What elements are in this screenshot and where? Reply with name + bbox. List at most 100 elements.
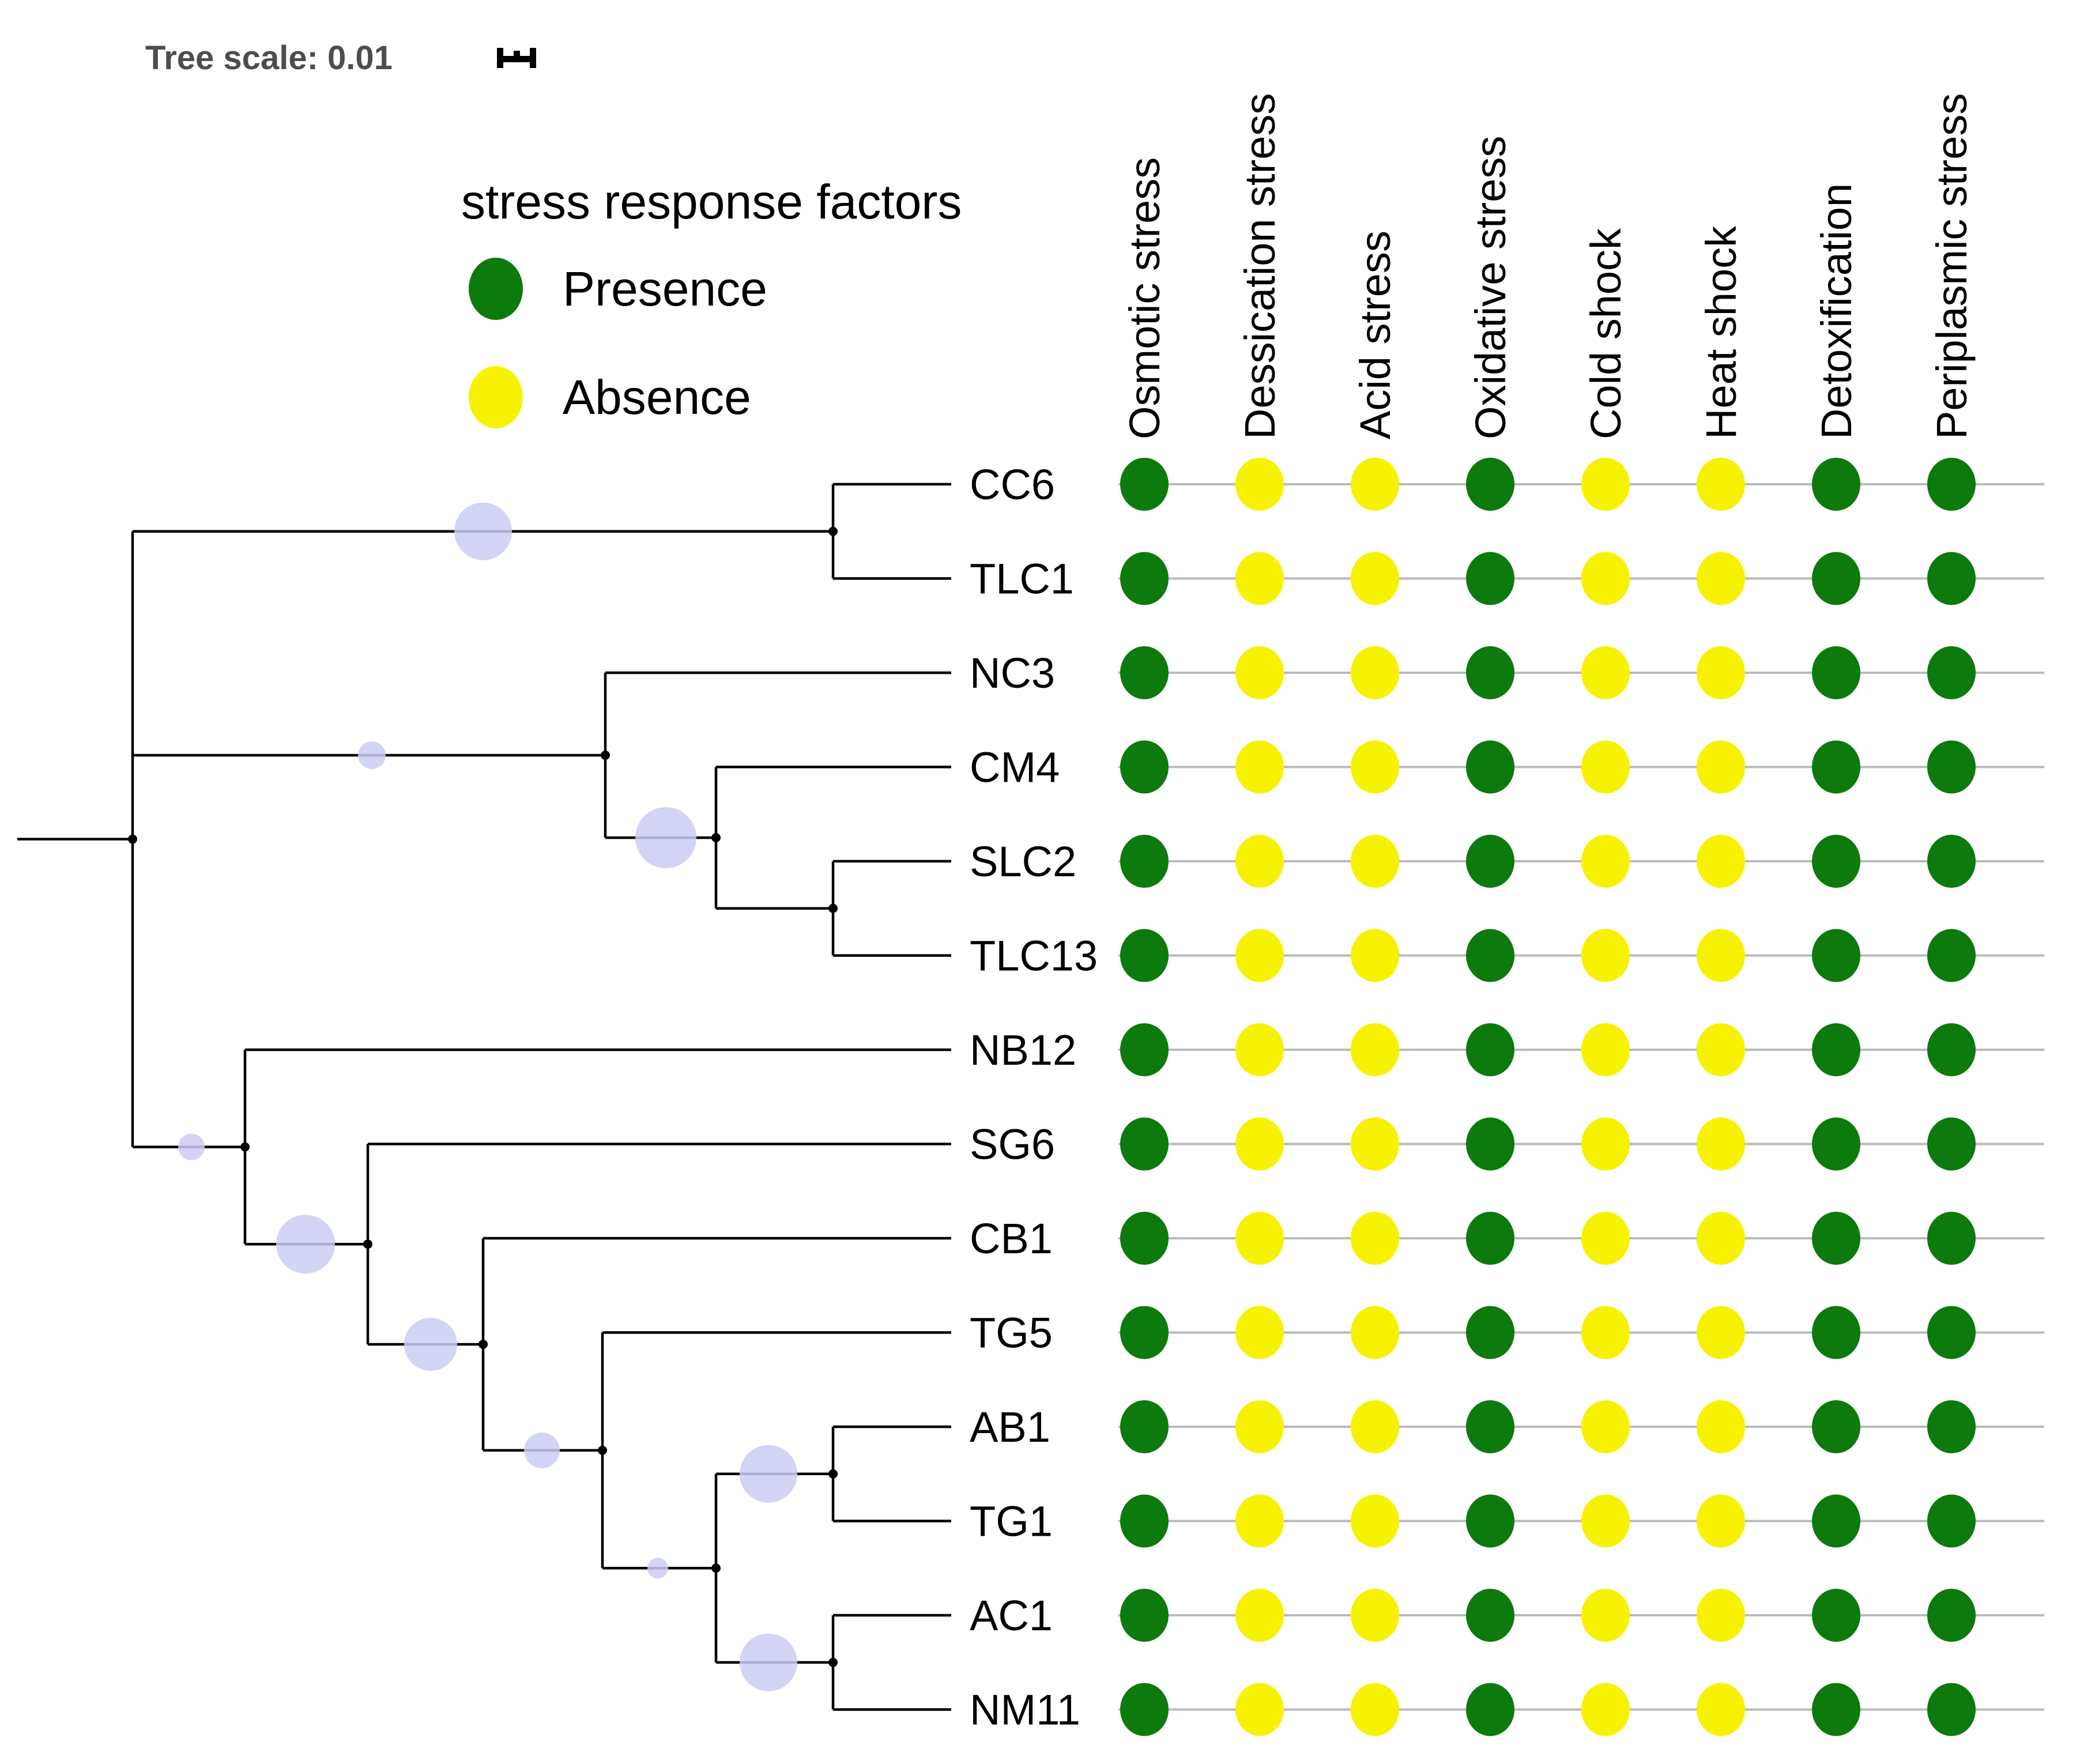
matrix-cell: [1351, 1494, 1399, 1548]
matrix-cell: [1697, 1589, 1745, 1642]
matrix-cell: [1697, 1212, 1745, 1265]
matrix-cell: [1351, 1400, 1399, 1453]
matrix-cell: [1697, 1306, 1745, 1359]
matrix-cell: [1927, 1683, 1976, 1736]
matrix-cell: [1697, 552, 1745, 605]
tree-scale: Tree scale: 0.01: [145, 38, 393, 78]
matrix-cell: [1466, 1683, 1514, 1736]
matrix-cell: [1466, 1306, 1514, 1359]
tree-scale-label: Tree scale: 0.01: [145, 39, 393, 77]
tree-scale-bar-icon: [497, 48, 536, 68]
matrix-cell: [1120, 1023, 1169, 1076]
matrix-cell: [1581, 1683, 1630, 1736]
matrix-cell: [1927, 552, 1976, 605]
matrix-cell: [1235, 1306, 1284, 1359]
matrix-cell: [1581, 1494, 1630, 1548]
leaf-label: TG5: [970, 1309, 1053, 1357]
column-header: Cold shock: [1582, 228, 1630, 439]
matrix-cell: [1812, 929, 1860, 982]
matrix-cell: [1812, 1683, 1860, 1736]
matrix-cell: [1351, 552, 1399, 605]
matrix-cell: [1927, 646, 1976, 699]
matrix-cell: [1927, 1400, 1976, 1453]
leaf-label: SLC2: [970, 838, 1076, 885]
tree-node-dot: [240, 1142, 250, 1152]
matrix-cell: [1697, 929, 1745, 982]
matrix-cell: [1120, 1494, 1169, 1548]
matrix-cell: [1697, 835, 1745, 888]
matrix-cell: [1351, 1023, 1399, 1076]
matrix-cell: [1235, 929, 1284, 982]
matrix-cell: [1235, 458, 1284, 511]
matrix-cell: [1351, 646, 1399, 699]
matrix-cell: [1351, 1683, 1399, 1736]
tree-node-dot: [828, 1657, 838, 1667]
matrix-cell: [1927, 1212, 1976, 1265]
leaf-label: AB1: [970, 1403, 1050, 1451]
column-header: Dessication stress: [1236, 93, 1284, 439]
matrix-cell: [1697, 458, 1745, 511]
leaf-label: CM4: [970, 744, 1060, 791]
matrix-cell: [1697, 1117, 1745, 1171]
matrix-cell: [1581, 1306, 1630, 1359]
column-header: Oxidative stress: [1467, 136, 1514, 439]
matrix-cell: [1697, 1494, 1745, 1548]
legend-presence-label: Presence: [563, 262, 767, 316]
matrix-cell: [1812, 740, 1860, 794]
legend-title: stress response factors: [461, 175, 962, 229]
matrix-cell: [1812, 1023, 1860, 1076]
matrix-cell: [1581, 1117, 1630, 1171]
support-bubble: [647, 1558, 668, 1579]
matrix-cell: [1466, 1023, 1514, 1076]
matrix-cell: [1812, 1212, 1860, 1265]
column-header: Periplasmic stress: [1928, 93, 1976, 439]
matrix-cell: [1466, 1212, 1514, 1265]
matrix-cell: [1927, 1306, 1976, 1359]
support-bubble: [524, 1432, 560, 1468]
legend-absence-label: Absence: [563, 370, 751, 424]
matrix-cell: [1581, 1400, 1630, 1453]
matrix-cell: [1120, 646, 1169, 699]
tree-node-dot: [828, 903, 838, 913]
tree-node-dot: [601, 751, 610, 760]
matrix-cell: [1697, 1683, 1745, 1736]
matrix-cell: [1927, 1589, 1976, 1642]
leaf-label: TLC1: [970, 555, 1074, 603]
support-bubble: [454, 502, 512, 560]
tree-node-dot: [598, 1445, 607, 1455]
matrix-cell: [1581, 740, 1630, 794]
matrix-cell: [1235, 740, 1284, 794]
tree-node-dot: [478, 1339, 488, 1349]
matrix-cell: [1812, 1117, 1860, 1171]
matrix-cell: [1697, 646, 1745, 699]
matrix-cell: [1235, 1494, 1284, 1548]
matrix-cell: [1812, 1306, 1860, 1359]
matrix-cell: [1581, 835, 1630, 888]
matrix-cell: [1466, 1494, 1514, 1548]
matrix-cell: [1581, 552, 1630, 605]
matrix-cell: [1581, 1212, 1630, 1265]
matrix-cell: [1581, 1023, 1630, 1076]
leaf-label: SG6: [970, 1121, 1055, 1169]
matrix-cell: [1466, 1117, 1514, 1171]
matrix-cell: [1466, 646, 1514, 699]
matrix-cell: [1812, 646, 1860, 699]
matrix-cell: [1120, 1212, 1169, 1265]
matrix-cell: [1927, 835, 1976, 888]
leaf-label: TLC13: [970, 932, 1098, 980]
support-bubble: [358, 741, 386, 770]
matrix-cell: [1812, 835, 1860, 888]
tree-node-dot: [363, 1239, 372, 1249]
matrix-cell: [1235, 552, 1284, 605]
matrix-cell: [1235, 1400, 1284, 1453]
matrix-cell: [1235, 1212, 1284, 1265]
matrix-cell: [1697, 740, 1745, 794]
matrix-cell: [1466, 458, 1514, 511]
tree-node-dot: [711, 1563, 721, 1573]
support-bubble: [276, 1215, 335, 1274]
support-bubble: [740, 1445, 797, 1503]
matrix-cell: [1235, 1117, 1284, 1171]
matrix-cell: [1466, 929, 1514, 982]
